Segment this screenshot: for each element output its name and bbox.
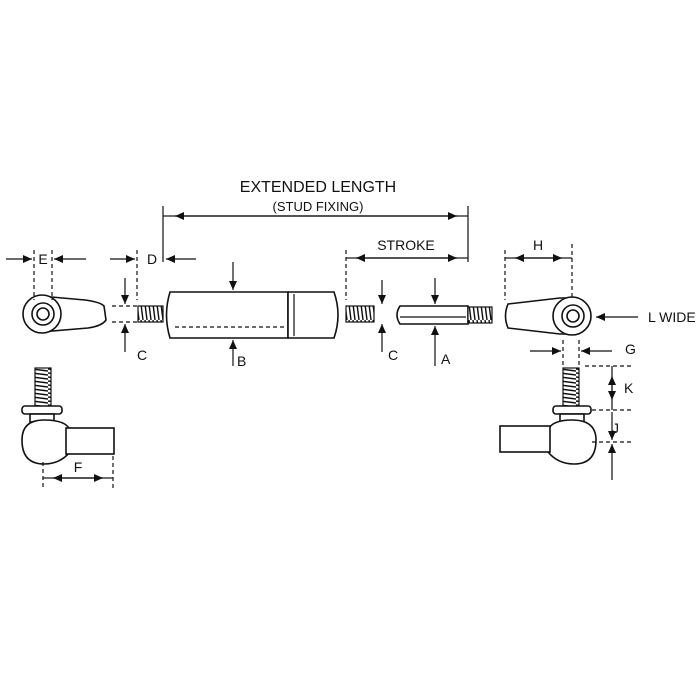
left-eye-end-fitting: [22, 294, 107, 334]
stroke-dimension: STROKE: [345, 237, 468, 300]
c-right-label: C: [388, 347, 398, 363]
c-left-label: C: [137, 347, 147, 363]
dimension-g: G: [530, 340, 636, 366]
d-label: D: [147, 251, 157, 267]
rod-threaded-stud: [345, 305, 375, 323]
dimension-k: K: [585, 365, 634, 411]
dimension-d: D: [110, 250, 196, 300]
f-label: F: [74, 459, 83, 475]
k-label: K: [624, 380, 634, 396]
h-label: H: [533, 237, 543, 253]
j-label: J: [612, 420, 619, 436]
stroke-label: STROKE: [377, 237, 435, 253]
g-label: G: [625, 341, 636, 357]
right-eye-end-fitting: [504, 296, 592, 336]
b-label: B: [237, 353, 246, 369]
stud-fixing-label: (STUD FIXING): [273, 199, 364, 214]
dimension-c-right: C: [378, 280, 398, 363]
left-ball-joint: [21, 367, 115, 465]
right-threaded-stud: [467, 306, 493, 324]
a-label: A: [441, 351, 451, 367]
left-threaded-stud: [137, 305, 164, 323]
dimension-e: E: [6, 250, 86, 300]
dimension-c-left: C: [112, 278, 147, 363]
dimension-j: J: [592, 412, 634, 480]
extended-length-label: EXTENDED LENGTH: [240, 179, 396, 196]
dimension-f: F: [42, 456, 114, 488]
extended-length-dimension: EXTENDED LENGTH (STUD FIXING): [162, 179, 469, 262]
right-ball-joint: [499, 367, 597, 465]
dimension-a: A: [431, 278, 451, 367]
gas-spring-cylinder: [165, 291, 339, 339]
piston-rod: [396, 305, 469, 325]
dimension-b: B: [229, 262, 246, 369]
dimension-l-wide: L WIDE: [596, 309, 696, 325]
dimension-h: H: [504, 237, 573, 300]
e-label: E: [38, 251, 47, 267]
l-wide-label: L WIDE: [648, 309, 696, 325]
